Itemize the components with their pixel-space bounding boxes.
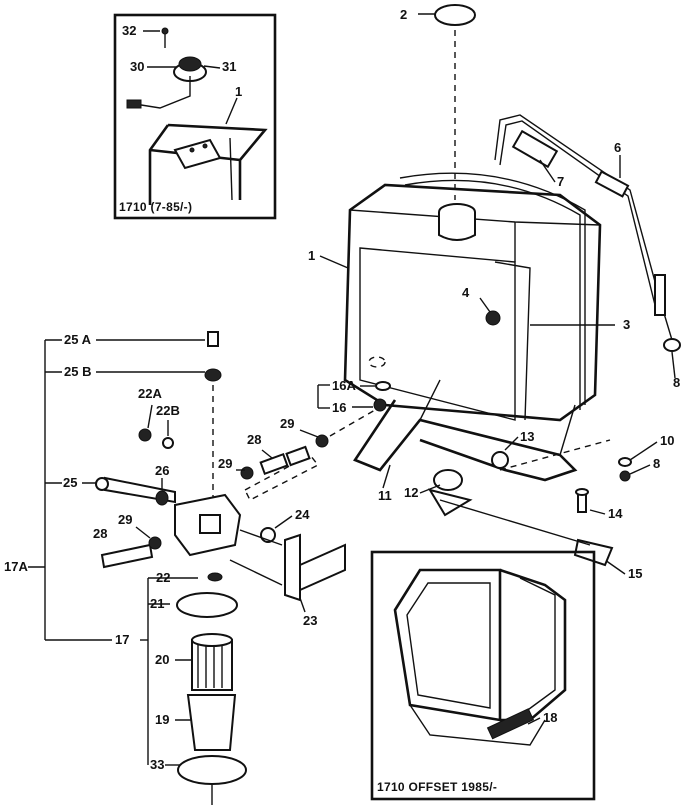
inset-bottom-caption: 1710 OFFSET 1985/- xyxy=(377,780,497,794)
callout-25: 25 xyxy=(63,475,77,490)
callout-31: 31 xyxy=(222,59,236,74)
callout-20: 20 xyxy=(155,652,169,667)
callout-16: 16 xyxy=(332,400,346,415)
callout-28-top: 28 xyxy=(247,432,261,447)
vent-hose-6 xyxy=(594,170,630,198)
callout-26: 26 xyxy=(155,463,169,478)
callout-29-low: 29 xyxy=(118,512,132,527)
callout-14: 14 xyxy=(608,506,623,521)
callout-24: 24 xyxy=(295,507,310,522)
bowl-19 xyxy=(186,694,237,751)
callout-22a: 22A xyxy=(138,386,162,401)
callout-3: 3 xyxy=(623,317,630,332)
callout-28-low: 28 xyxy=(93,526,107,541)
callout-10: 10 xyxy=(660,433,674,448)
callout-19: 19 xyxy=(155,712,169,727)
o-ring-21 xyxy=(176,592,238,618)
callout-22b: 22B xyxy=(156,403,180,418)
callout-6: 6 xyxy=(614,140,621,155)
callout-22: 22 xyxy=(156,570,170,585)
offset-tank xyxy=(393,568,502,722)
bolt-13 xyxy=(491,451,509,469)
callout-8-mid: 8 xyxy=(653,456,660,471)
inset-top: 32 30 31 1 1710 (7-85/-) xyxy=(113,13,277,220)
callout-7: 7 xyxy=(557,174,564,189)
callout-29-mid: 29 xyxy=(218,456,232,471)
fuel-cap xyxy=(434,4,476,26)
callout-21: 21 xyxy=(150,596,164,611)
callout-32: 32 xyxy=(122,23,136,38)
callout-33: 18 xyxy=(543,710,557,725)
clamp-4 xyxy=(485,310,501,326)
fuel-tank-assembly: 2 6 7 1 4 3 8 xyxy=(308,4,681,517)
callout-17: 17 xyxy=(115,632,129,647)
callout-16a: 16A xyxy=(332,378,356,393)
vent-hose-7 xyxy=(511,129,559,169)
fuel-filter-assembly: 25 A 25 B 16A 16 22A 22B 29 28 13 10 8 2… xyxy=(4,331,674,805)
callout-2: 2 xyxy=(400,7,407,22)
callout-8-top: 8 xyxy=(673,375,680,390)
callout-25a: 25 A xyxy=(64,332,92,347)
callout-30: 30 xyxy=(130,59,144,74)
inset-bottom: 18 1710 OFFSET 1985/- xyxy=(370,550,596,801)
grommet-12 xyxy=(433,469,463,491)
callout-12: 12 xyxy=(404,485,418,500)
callout-11: 11 xyxy=(378,488,392,503)
callout-18: 33 xyxy=(150,757,164,772)
inset-bottom-border xyxy=(370,550,596,801)
callout-17a: 17A xyxy=(4,559,28,574)
callout-29-top: 29 xyxy=(280,416,294,431)
callout-1: 1 xyxy=(308,248,315,263)
callout-4: 4 xyxy=(462,285,470,300)
callout-1-inset: 1 xyxy=(235,84,242,99)
callout-15: 15 xyxy=(628,566,642,581)
callout-23: 23 xyxy=(303,613,317,628)
bracket-23 xyxy=(284,533,346,602)
inset-top-caption: 1710 (7-85/-) xyxy=(119,200,192,214)
ring-nut-18 xyxy=(177,755,247,785)
fuel-tank xyxy=(343,183,602,422)
callout-13: 13 xyxy=(520,429,534,444)
inset-top-border xyxy=(113,13,277,220)
callout-25b: 25 B xyxy=(64,364,91,379)
strap-33 xyxy=(486,708,535,740)
